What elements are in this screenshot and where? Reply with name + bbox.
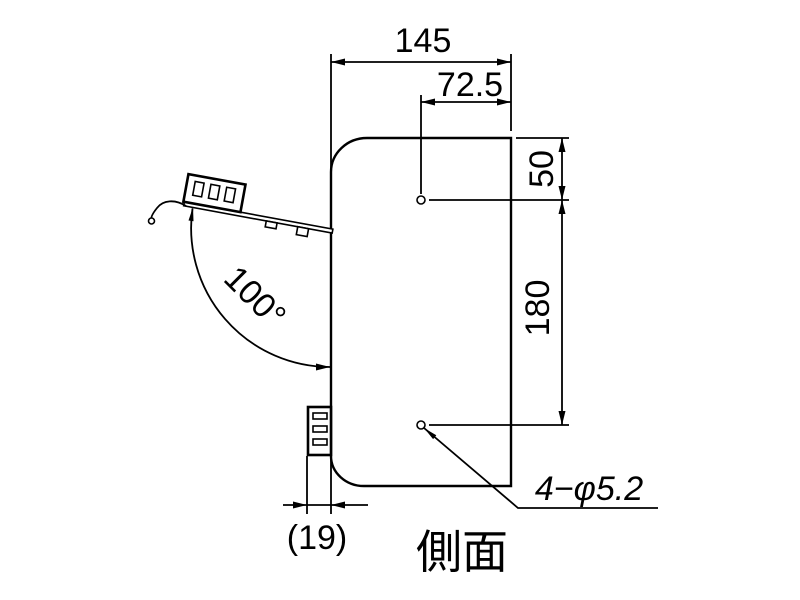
bottom-terminal-slot-2 [312, 425, 328, 433]
dim-label-lid-open-angle: 100° [216, 259, 293, 336]
dim-label-overall-width: 145 [395, 22, 452, 60]
open-lid-assembly [181, 172, 334, 238]
bottom-terminal-block [306, 405, 333, 457]
lid-terminal-slot-1 [191, 180, 206, 198]
arrow-19-left [293, 501, 307, 509]
lid-terminal-slot-2 [207, 183, 221, 201]
dim-label-hole-pitch: 180 [519, 280, 557, 337]
arrow-50-top [558, 138, 566, 152]
arrow-145-right [497, 58, 511, 66]
dim-label-hole-offset-top: 50 [523, 150, 561, 188]
arrow-72-5-left [421, 98, 435, 106]
lid-terminal-slot-3 [223, 186, 237, 204]
arrow-hole-leader [424, 428, 437, 440]
lid-hinge-tab-1 [264, 220, 279, 230]
arrow-180-bottom [558, 411, 566, 425]
bottom-terminal-slot-3 [312, 438, 328, 446]
mounting-hole-top [416, 195, 426, 205]
arrowheads [188, 58, 566, 509]
view-title: 側面 [416, 526, 508, 578]
arrow-arc-bottom [316, 363, 330, 371]
dim-label-terminal-depth: (19) [287, 519, 347, 557]
arrow-19-right [331, 501, 345, 509]
dim-label-mounting-holes: 4−φ5.2 [535, 470, 643, 508]
arrow-50-bottom [558, 186, 566, 200]
lid-swing-arc [190, 208, 331, 368]
arrow-72-5-right [497, 98, 511, 106]
dim-label-hole-offset-x: 72.5 [437, 66, 503, 104]
lid-hook-wire [150, 200, 187, 221]
arrow-145-left [331, 58, 345, 66]
arrow-arc-top [188, 207, 194, 222]
lid-hinge-tab-2 [295, 225, 310, 238]
lid-hook-tip [147, 217, 156, 225]
leader-line-hole-callout [423, 427, 658, 509]
mounting-hole-bottom [416, 420, 426, 430]
arrow-180-top [558, 200, 566, 214]
bottom-terminal-slot-1 [312, 412, 328, 420]
